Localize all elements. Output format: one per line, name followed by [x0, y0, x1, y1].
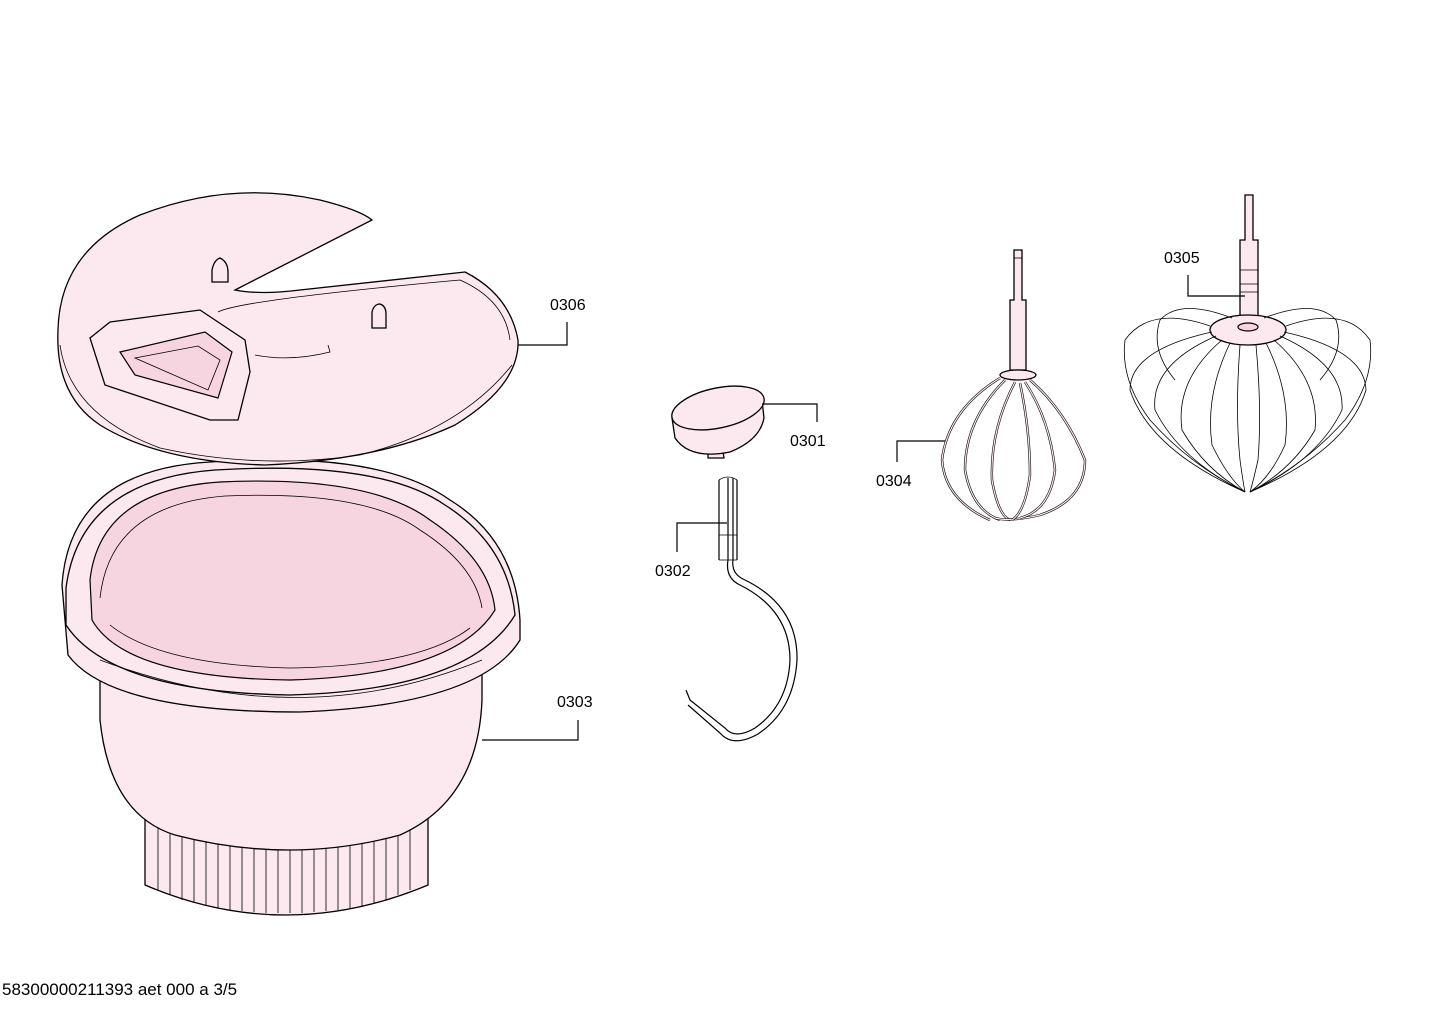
label-0306: 0306 [550, 297, 586, 314]
whisk-wires [1123, 308, 1372, 493]
leader-0306 [518, 322, 568, 346]
part-labels: 0306 0303 0301 0302 0304 0305 [550, 250, 1200, 711]
dough-hook-part[interactable] [685, 476, 798, 742]
whisk-part[interactable] [1123, 194, 1372, 493]
beater-part[interactable] [940, 249, 1087, 522]
lid-part[interactable] [57, 192, 519, 466]
leader-lines [482, 275, 1245, 741]
leader-0304 [896, 440, 945, 462]
label-0303: 0303 [557, 694, 593, 711]
leader-0302 [676, 522, 727, 552]
label-0304: 0304 [876, 473, 912, 490]
knob-part[interactable] [668, 379, 768, 459]
leader-0303 [482, 720, 579, 741]
leader-0305 [1187, 275, 1245, 297]
label-0301: 0301 [790, 433, 826, 450]
label-0302: 0302 [655, 563, 691, 580]
drawing-code: 58300000211393 aet 000 a 3/5 [2, 980, 238, 999]
bowl-part[interactable] [61, 459, 521, 916]
label-0305: 0305 [1164, 250, 1200, 267]
leader-0301 [762, 403, 818, 422]
